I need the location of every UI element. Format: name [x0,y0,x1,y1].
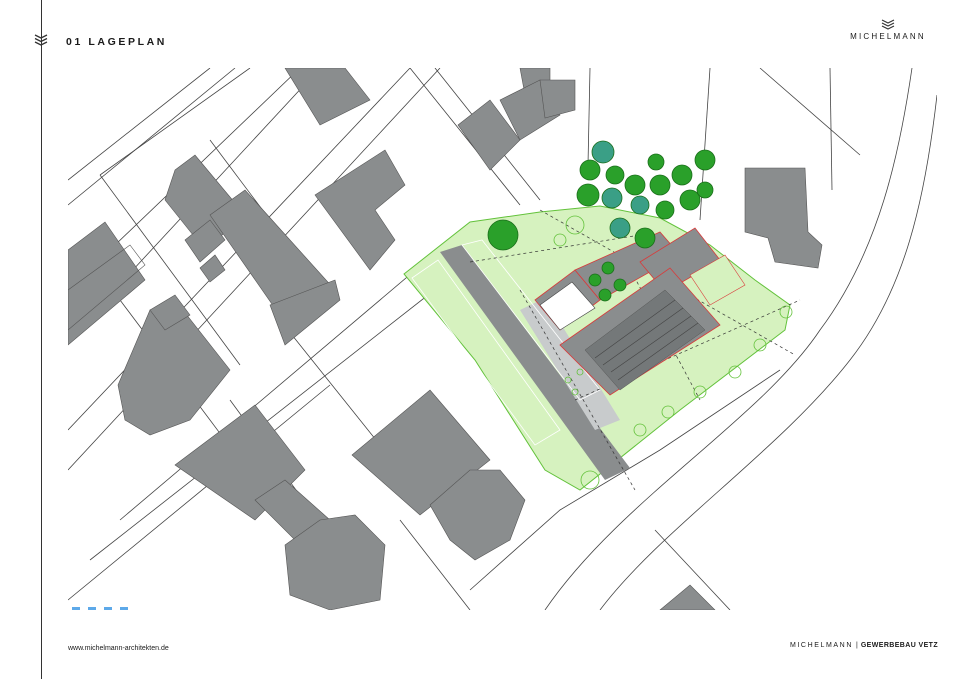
footer-company: MICHELMANN [789,642,853,649]
footer-project-line: MICHELMANN|GEWERBEBAU VETZ [790,642,938,649]
parcel-lines [68,68,937,610]
planned-buildings [534,227,746,396]
planned-trees [553,215,793,490]
existing-buildings [68,68,823,610]
brand-logo: MICHELMANN [838,18,938,41]
footer-url: www.michelmann-architekten.de [68,645,169,652]
site-plan [68,68,937,610]
left-margin-line [41,0,42,679]
footer-separator: | [856,642,858,649]
stacked-layers-icon [34,34,48,46]
page-title: 01 LAGEPLAN [66,36,167,48]
scale-bar [72,607,128,610]
trees [487,140,716,302]
brand-layers-icon [881,19,895,30]
brand-name: MICHELMANN [850,32,926,41]
footer-project: GEWERBEBAU VETZ [860,642,938,649]
